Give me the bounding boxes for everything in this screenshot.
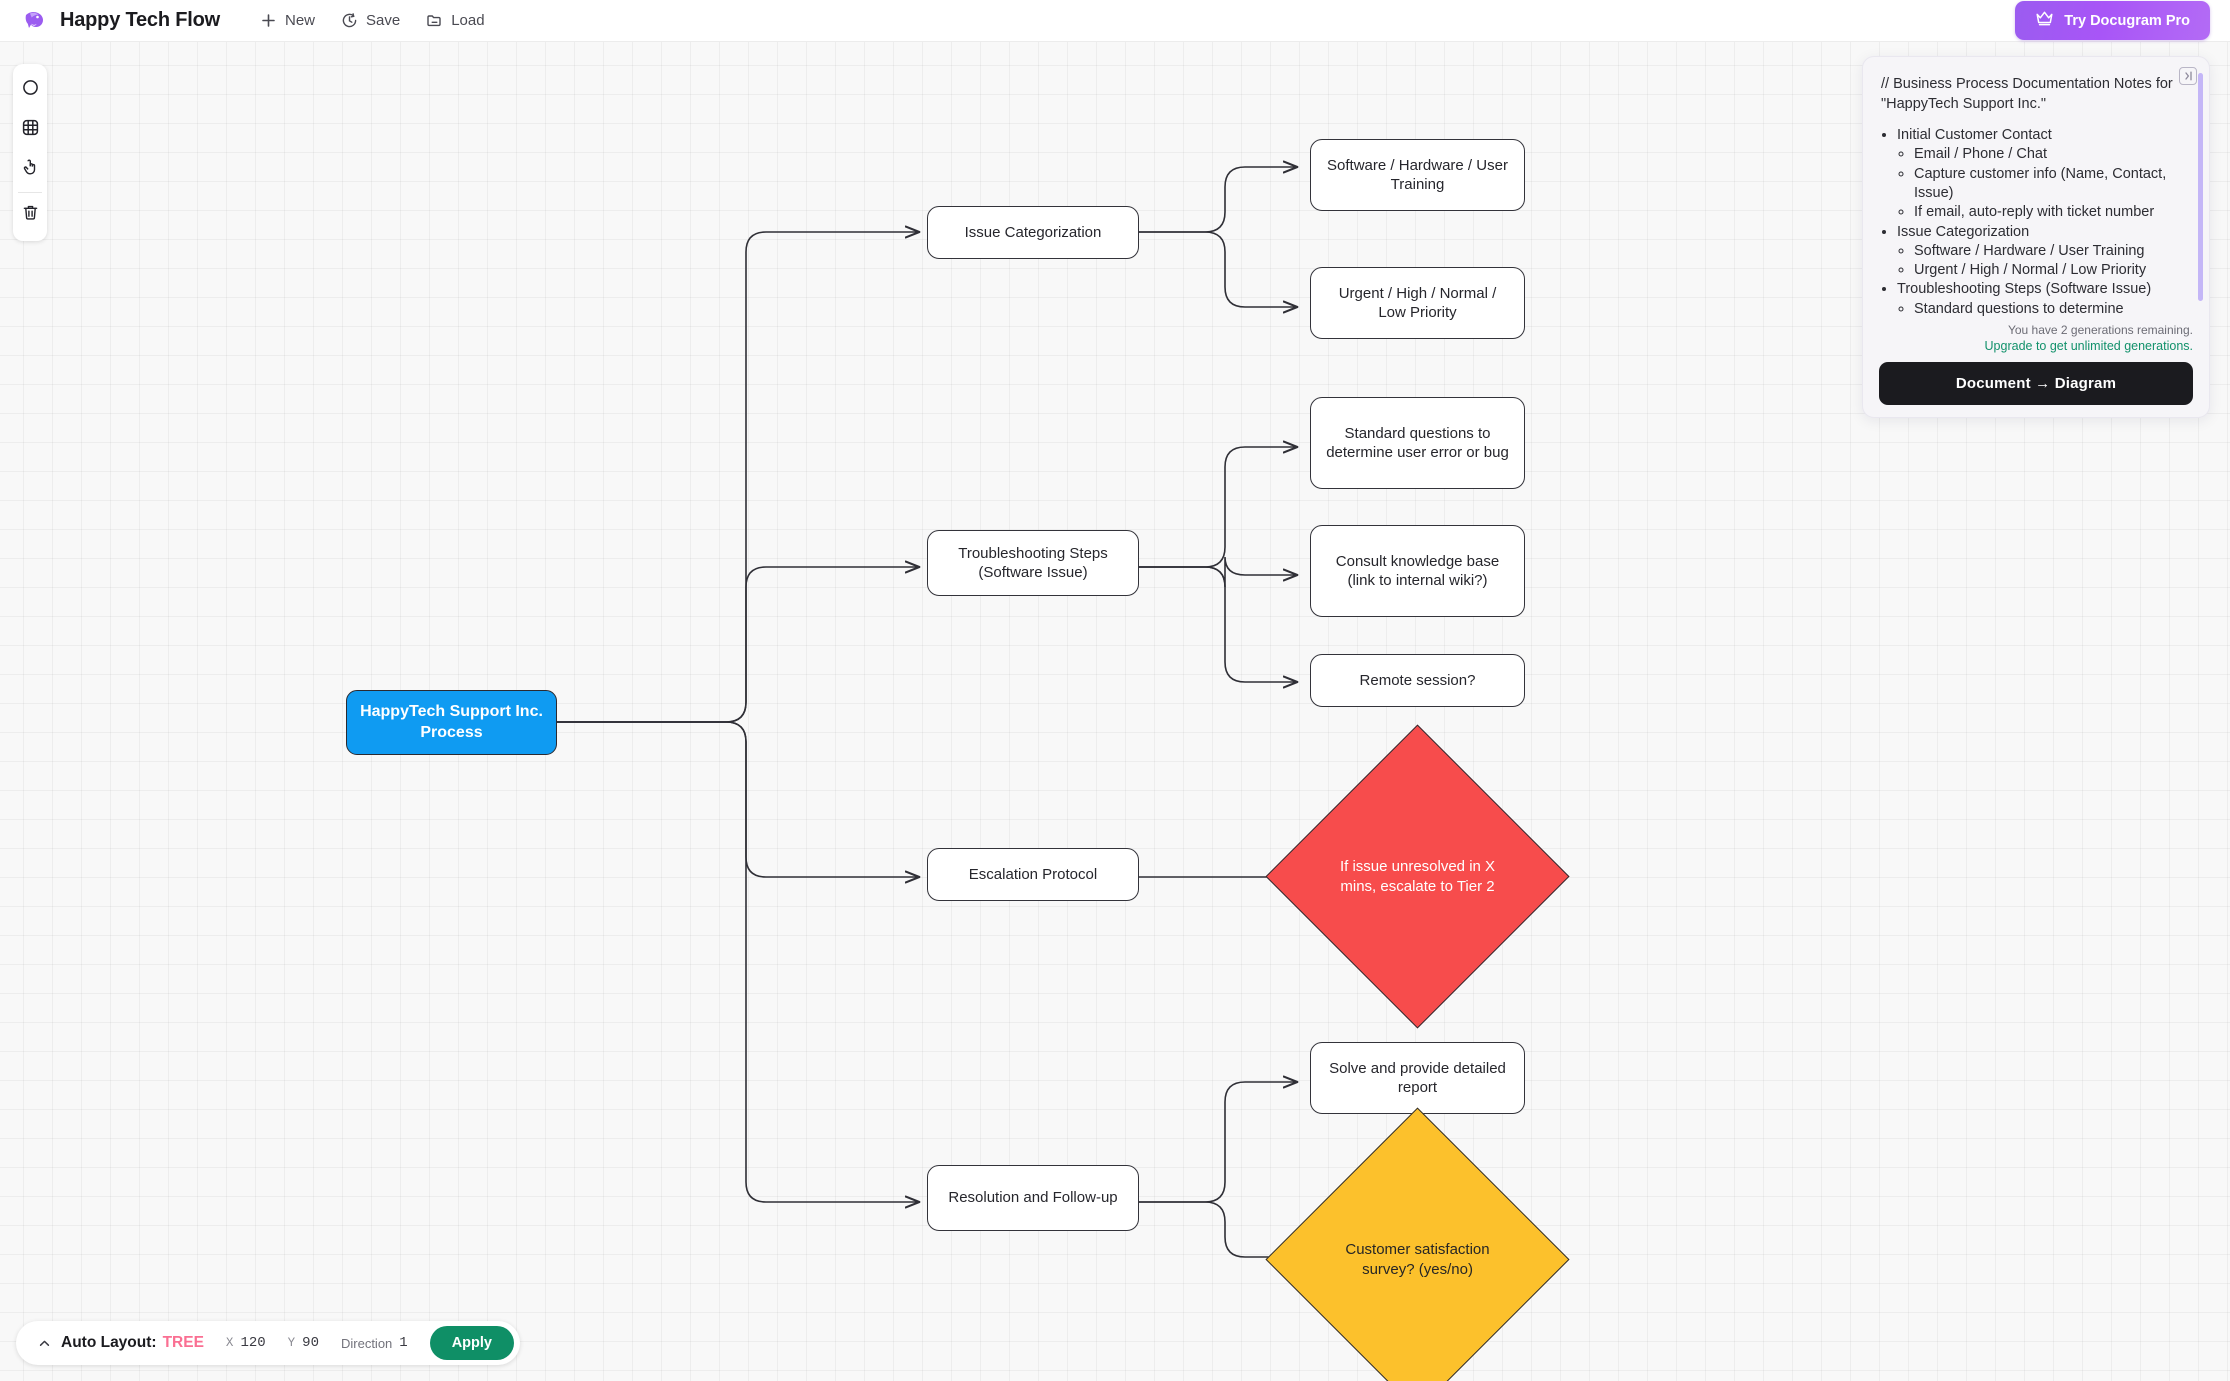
list-item: Software / Hardware / User Training <box>1914 242 2187 261</box>
grid-icon <box>21 118 40 142</box>
node-consult-knowledge-base[interactable]: Consult knowledge base (link to internal… <box>1310 525 1525 617</box>
app-header: Happy Tech Flow New <box>0 0 2230 42</box>
node-remote-session[interactable]: Remote session? <box>1310 654 1525 707</box>
shape-circle-tool[interactable] <box>13 70 47 110</box>
outline-label: Initial Customer Contact <box>1897 127 2052 144</box>
node-label: Standard questions to determine user err… <box>1326 424 1509 461</box>
notes-footer: You have 2 generations remaining. Upgrad… <box>1863 323 2209 417</box>
notes-sublist: Email / Phone / Chat Capture customer in… <box>1914 145 2187 222</box>
layout-direction-field: Direction 1 <box>341 1335 408 1351</box>
try-docugram-pro-button[interactable]: Try Docugram Pro <box>2015 1 2210 40</box>
node-satisfaction-survey-decision[interactable]: Customer satisfaction survey? (yes/no) <box>1265 1107 1570 1381</box>
hand-pointer-icon <box>21 158 40 182</box>
notes-sublist: Software / Hardware / User Training Urge… <box>1914 242 2187 281</box>
direction-value[interactable]: 1 <box>399 1335 408 1351</box>
x-label: X <box>225 1336 234 1350</box>
layout-x-field: X 120 <box>226 1335 266 1351</box>
auto-layout-mode[interactable]: TREE <box>162 1334 204 1351</box>
node-label: Remote session? <box>1359 671 1476 689</box>
save-label: Save <box>366 12 401 29</box>
layout-y-field: Y 90 <box>288 1335 319 1351</box>
y-value[interactable]: 90 <box>302 1335 319 1351</box>
delete-tool[interactable] <box>13 195 47 235</box>
diagram-canvas[interactable]: HappyTech Support Inc. Process Issue Cat… <box>0 42 2230 1381</box>
node-label: Software / Hardware / User Training <box>1327 156 1508 193</box>
pointer-tool[interactable] <box>13 150 47 190</box>
node-label: Resolution and Follow-up <box>948 1189 1118 1207</box>
document-to-diagram-button[interactable]: Document → Diagram <box>1879 361 2193 405</box>
apply-button[interactable]: Apply <box>429 1326 514 1360</box>
pro-button-label: Try Docugram Pro <box>2064 12 2190 29</box>
new-label: New <box>284 12 315 29</box>
node-resolution-followup[interactable]: Resolution and Follow-up <box>927 1165 1139 1231</box>
circle-icon <box>21 78 40 102</box>
crown-icon <box>2035 10 2054 31</box>
outline-label: Issue Categorization <box>1897 223 2030 240</box>
list-item: Email / Phone / Chat <box>1914 145 2187 164</box>
list-item: Urgent / High / Normal / Low Priority <box>1914 261 2187 280</box>
node-label: Escalation Protocol <box>968 865 1098 883</box>
edge-layer <box>557 42 2230 1381</box>
brand: Happy Tech Flow <box>0 8 220 34</box>
x-value[interactable]: 120 <box>240 1335 266 1351</box>
node-label: Urgent / High / Normal / Low Priority <box>1338 284 1497 321</box>
list-item: Troubleshooting Steps (Software Issue) S… <box>1897 280 2187 319</box>
tool-divider <box>18 192 42 193</box>
outline-label: Troubleshooting Steps (Software Issue) <box>1897 281 2152 298</box>
flow-layer: HappyTech Support Inc. Process Issue Cat… <box>0 42 2230 1381</box>
node-label: Solve and provide detailed report <box>1329 1059 1506 1096</box>
node-issue-categorization[interactable]: Issue Categorization <box>927 206 1139 259</box>
tool-rail <box>13 64 47 241</box>
load-label: Load <box>451 12 485 29</box>
node-label: Issue Categorization <box>964 223 1102 241</box>
node-troubleshooting-steps[interactable]: Troubleshooting Steps (Software Issue) <box>927 530 1139 596</box>
node-root[interactable]: HappyTech Support Inc. Process <box>346 690 557 755</box>
save-clock-icon <box>341 12 358 29</box>
auto-layout-bar: Auto Layout: TREE X 120 Y 90 Direction 1… <box>16 1321 520 1365</box>
node-escalate-tier2-decision[interactable]: If issue unresolved in X mins, escalate … <box>1265 724 1570 1029</box>
new-button[interactable]: New <box>260 12 315 29</box>
node-escalation-protocol[interactable]: Escalation Protocol <box>927 848 1139 901</box>
node-label: Customer satisfaction survey? (yes/no) <box>1345 1241 1490 1278</box>
save-button[interactable]: Save <box>341 12 400 29</box>
grid-tool[interactable] <box>13 110 47 150</box>
y-label: Y <box>287 1336 296 1350</box>
load-button[interactable]: Load <box>426 12 485 29</box>
notes-panel: // Business Process Documentation Notes … <box>1862 56 2210 418</box>
panel-collapse-icon[interactable] <box>2179 67 2197 85</box>
node-priority-levels[interactable]: Urgent / High / Normal / Low Priority <box>1310 267 1525 339</box>
node-label: Troubleshooting Steps (Software Issue) <box>958 544 1108 581</box>
list-item: If email, auto-reply with ticket number <box>1914 203 2187 222</box>
trash-icon <box>21 203 40 227</box>
notes-scrollbar-thumb[interactable] <box>2198 73 2203 301</box>
chevron-up-icon[interactable] <box>38 1337 51 1350</box>
bird-logo-icon <box>22 8 48 34</box>
list-item: Standard questions to determine <box>1914 300 2187 319</box>
list-item: Issue Categorization Software / Hardware… <box>1897 223 2187 281</box>
generations-remaining-text: You have 2 generations remaining. <box>2007 322 2193 337</box>
direction-label: Direction <box>340 1335 393 1351</box>
node-standard-questions[interactable]: Standard questions to determine user err… <box>1310 397 1525 489</box>
node-label: HappyTech Support Inc. Process <box>360 703 543 741</box>
folder-icon <box>426 12 443 29</box>
upgrade-link[interactable]: Upgrade to get unlimited generations. <box>1984 338 2193 353</box>
notes-outline: Initial Customer Contact Email / Phone /… <box>1897 126 2187 319</box>
node-software-hardware-training[interactable]: Software / Hardware / User Training <box>1310 139 1525 211</box>
plus-icon <box>260 12 277 29</box>
list-item: Initial Customer Contact Email / Phone /… <box>1897 126 2187 222</box>
app-title: Happy Tech Flow <box>60 9 220 31</box>
notes-scroll-area[interactable]: // Business Process Documentation Notes … <box>1863 67 2209 319</box>
notes-sublist: Standard questions to determine <box>1914 300 2187 319</box>
header-actions: New Save Lo <box>260 12 485 29</box>
auto-layout-label: Auto Layout: <box>61 1334 157 1351</box>
list-item: Capture customer info (Name, Contact, Is… <box>1914 165 2187 204</box>
node-solve-provide-report[interactable]: Solve and provide detailed report <box>1310 1042 1525 1114</box>
notes-heading: // Business Process Documentation Notes … <box>1881 76 2173 112</box>
node-label: If issue unresolved in X mins, escalate … <box>1339 858 1496 895</box>
node-label: Consult knowledge base (link to internal… <box>1335 552 1500 589</box>
